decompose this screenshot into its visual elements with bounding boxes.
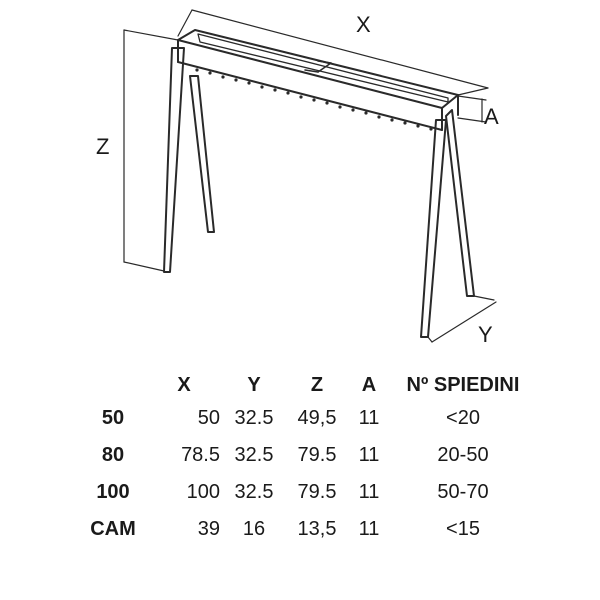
cell-y: 32.5 <box>234 407 274 429</box>
table-row: 80 78.5 32.5 79.5 11 20-50 <box>78 437 538 474</box>
dimension-z <box>123 29 179 272</box>
cell-model: 80 <box>101 444 125 466</box>
right-legs <box>420 109 475 338</box>
cell-x: 78.5 <box>181 444 220 466</box>
dim-label-a: A <box>484 104 499 129</box>
table-row: CAM 39 16 13,5 11 <15 <box>78 511 538 548</box>
header-spiedini: Nº SPIEDINI <box>406 373 520 396</box>
cell-z: 79.5 <box>297 444 337 466</box>
header-z: Z <box>310 373 324 396</box>
cell-model: 50 <box>101 407 125 429</box>
cell-x: 100 <box>186 481 220 503</box>
dimensions-table: X Y Z A Nº SPIEDINI 50 50 32.5 49,5 11 <… <box>78 370 538 548</box>
table-header-row: X Y Z A Nº SPIEDINI <box>78 370 538 400</box>
cell-a: 11 <box>358 444 380 466</box>
header-a: A <box>361 373 377 396</box>
cell-spiedini: 50-70 <box>437 481 489 503</box>
dim-label-x: X <box>356 12 371 37</box>
cell-y: 32.5 <box>234 481 274 503</box>
cell-z: 79.5 <box>297 481 337 503</box>
ventilation-holes <box>195 68 433 131</box>
cell-y: 32.5 <box>234 444 274 466</box>
cell-z: 49,5 <box>297 407 337 429</box>
dimension-x <box>177 9 489 96</box>
cell-a: 11 <box>358 407 380 429</box>
cell-spiedini: 20-50 <box>437 444 489 466</box>
cell-x: 39 <box>197 518 220 540</box>
table-row: 50 50 32.5 49,5 11 <20 <box>78 400 538 437</box>
center-divider <box>304 60 332 73</box>
cell-spiedini: <15 <box>446 518 480 540</box>
header-model <box>78 370 148 400</box>
barbecue-stand-drawing: X A Y Z <box>96 9 499 347</box>
cell-model: CAM <box>90 518 136 540</box>
table-row: 100 100 32.5 79.5 11 50-70 <box>78 474 538 511</box>
cell-y: 16 <box>242 518 266 540</box>
dim-label-y: Y <box>478 322 493 347</box>
cell-x: 50 <box>197 407 220 429</box>
cell-spiedini: <20 <box>446 407 480 429</box>
cell-a: 11 <box>358 518 380 540</box>
dim-label-z: Z <box>96 134 109 159</box>
left-legs <box>163 47 215 273</box>
cell-model: 100 <box>96 481 130 503</box>
top-frame <box>177 29 459 131</box>
dimension-y <box>427 295 497 343</box>
header-y: Y <box>247 373 261 396</box>
header-x: X <box>177 373 191 396</box>
dimension-a <box>457 95 487 123</box>
cell-z: 13,5 <box>297 518 337 540</box>
cell-a: 11 <box>358 481 380 503</box>
